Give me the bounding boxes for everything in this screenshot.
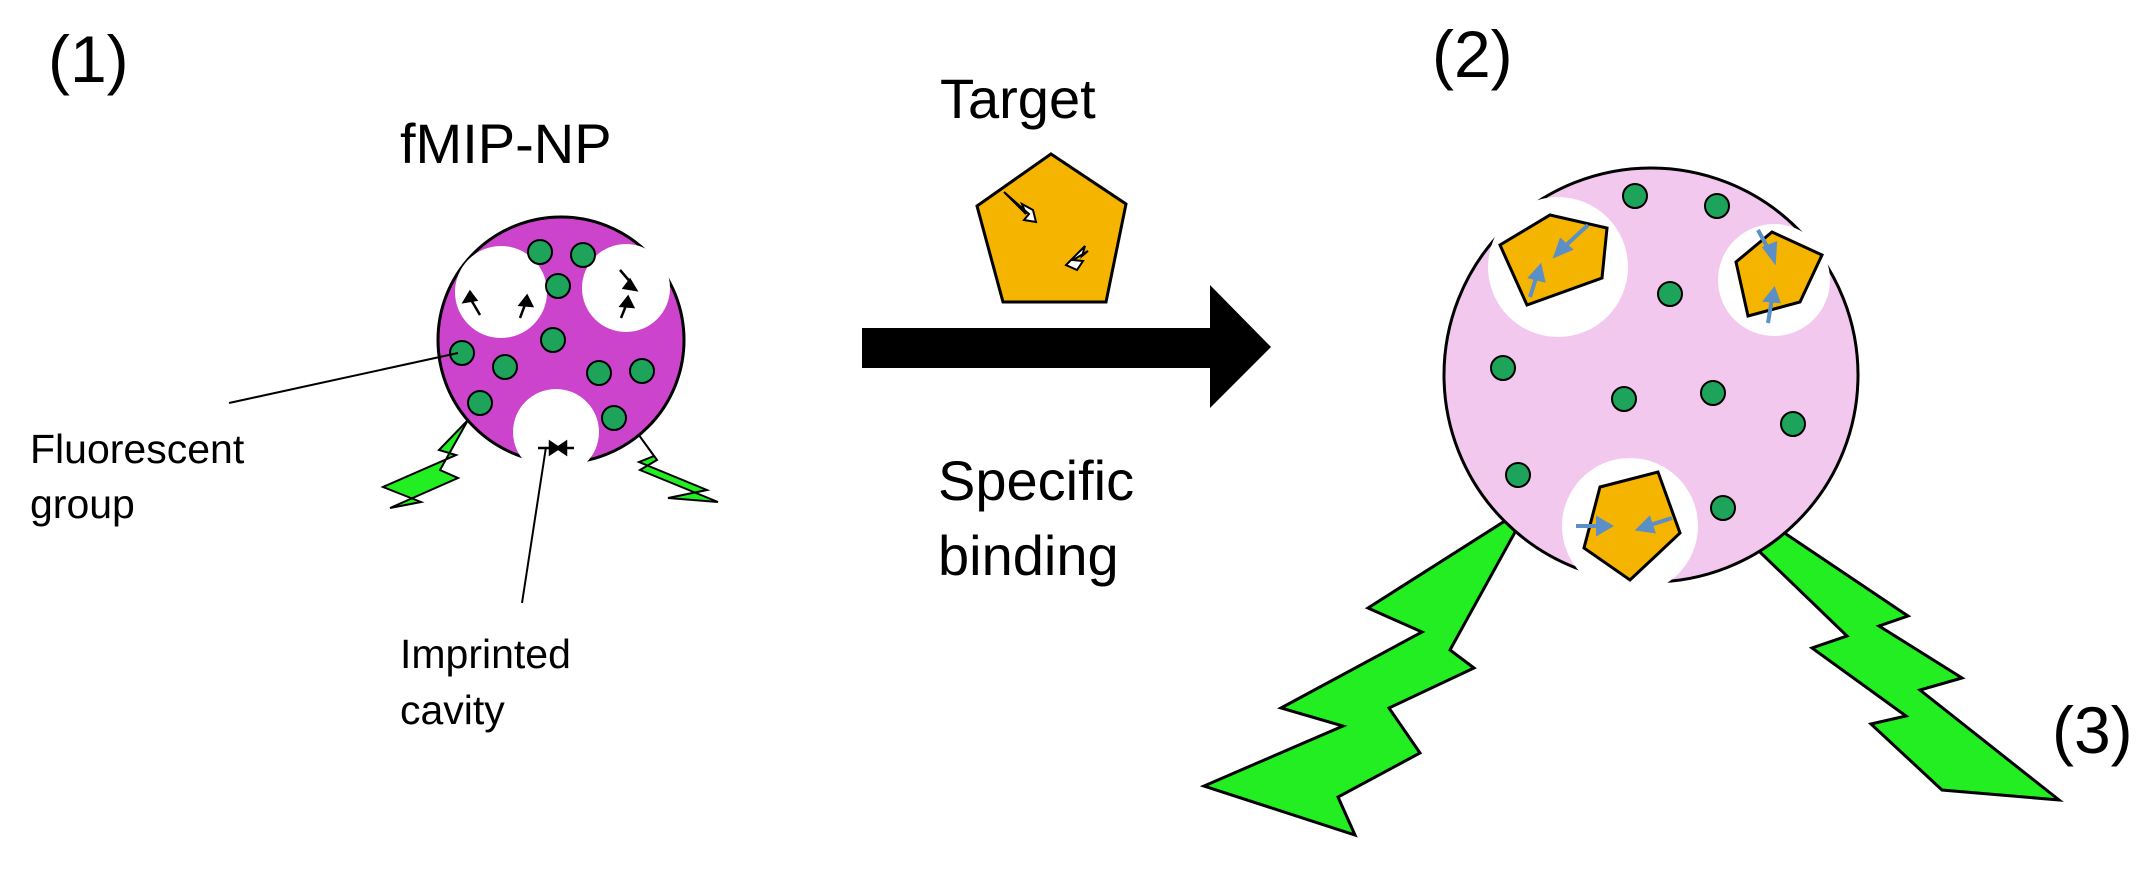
fluorescent-label-line2: group xyxy=(30,481,135,527)
nanoparticle-bound xyxy=(1442,166,1860,584)
fluorescent-groups-small xyxy=(449,239,655,431)
binding-label-line1: Specific xyxy=(938,449,1134,512)
bound-target-3 xyxy=(1582,470,1682,582)
bound-target-1 xyxy=(1498,213,1609,307)
fluorescent-leader-line xyxy=(228,352,459,404)
large-flash-right xyxy=(1731,526,2064,802)
binding-interaction-arrows xyxy=(1527,223,1781,537)
nanoparticle-unbound xyxy=(436,215,686,465)
cavity-leader-line xyxy=(521,446,547,604)
bound-target-2 xyxy=(1734,230,1824,318)
large-flash-left xyxy=(1199,503,1532,838)
step-1-label: (1) xyxy=(48,22,129,96)
cavity-label-line1: Imprinted xyxy=(400,631,571,677)
target-label: Target xyxy=(940,67,1096,130)
small-flash-left xyxy=(380,419,469,509)
fluorescent-label-line1: Fluorescent xyxy=(30,426,245,472)
target-molecule xyxy=(975,152,1128,304)
cavity-label-line2: cavity xyxy=(400,687,505,733)
fluorescent-groups-large xyxy=(1490,183,1806,521)
binding-label-line2: binding xyxy=(938,524,1119,587)
particle-title: fMIP-NP xyxy=(400,112,612,175)
step-3-label: (3) xyxy=(2052,693,2133,767)
reaction-arrow xyxy=(862,285,1271,408)
small-flash-right xyxy=(627,419,719,503)
step-2-label: (2) xyxy=(1432,17,1513,91)
